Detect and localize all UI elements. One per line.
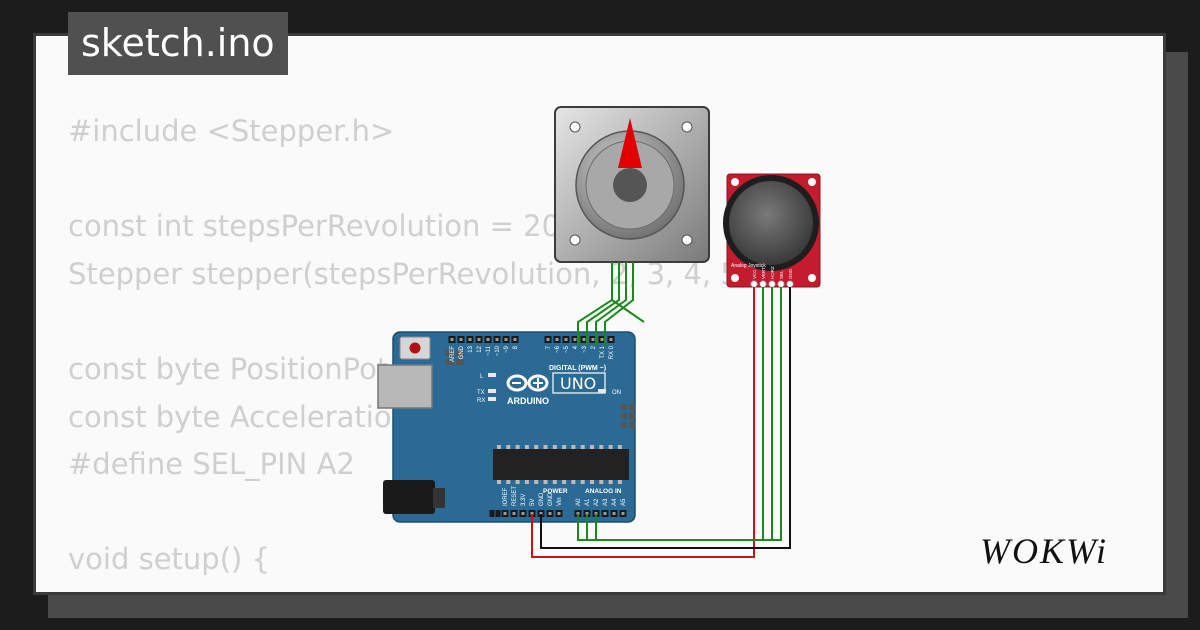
header-pin-label: ~3 [582, 345, 588, 353]
header-pin-label: ~11 [486, 345, 492, 355]
led-tx-label: TX [477, 390, 485, 396]
joystick-pin[interactable] [777, 280, 785, 288]
header-pin-label: 12 [477, 345, 483, 352]
header-pin-label: 5V [530, 499, 536, 506]
header-pin-label: RESET [512, 486, 518, 506]
header-pin-label: A0 [576, 498, 582, 506]
header-pin-label: GND [539, 492, 545, 506]
joystick-label: Analog Joystick [731, 263, 766, 269]
header-pin-label: ~10 [495, 345, 501, 356]
joystick-pin[interactable] [750, 280, 758, 288]
led-l-label: L [480, 374, 484, 380]
header-pin-label: A1 [585, 498, 591, 506]
code-line: const int stepsPerRevolution = 200; [68, 209, 589, 244]
code-line: #include <Stepper.h> [68, 114, 395, 148]
joystick-pin-label: HORZ [770, 266, 775, 279]
code-line: #define SEL_PIN A2 [68, 447, 355, 482]
sketch-filename: sketch.ino [68, 12, 288, 75]
code-line: void setup() { [68, 542, 270, 577]
wokwi-wordmark: WOKWi [980, 531, 1108, 571]
analog-label: ANALOG IN [585, 488, 622, 495]
header-pin-label: RX 0 [609, 345, 615, 359]
stepper-pointer [618, 118, 642, 168]
header-pin-label: 4 [573, 345, 579, 349]
header-pin-label: 8 [513, 345, 519, 349]
board-brand: ARDUINO [507, 396, 549, 406]
reset-button[interactable] [409, 342, 421, 354]
header-pin-label: 13 [468, 345, 474, 352]
header-pin-label: A3 [603, 498, 609, 506]
header-pin-label: 3.3V [521, 494, 527, 506]
header-pin-label: GND [459, 345, 465, 359]
led-rx-label: RX [477, 398, 485, 404]
joystick-pin[interactable] [768, 280, 776, 288]
header-pin-label: IOREF [503, 487, 509, 506]
header-pin-label: AREF [450, 346, 456, 362]
power-label: POWER [543, 488, 568, 495]
joystick-pin-label: GND [788, 268, 793, 279]
board-model: UNO [560, 374, 596, 393]
header-pin-label: A5 [621, 498, 627, 506]
header-pin-label: ~5 [564, 345, 570, 353]
atmega-chip [493, 449, 629, 480]
wires [531, 262, 791, 558]
joystick-pin-label: SEL [779, 270, 784, 279]
header-pin-label: 7 [546, 345, 552, 349]
stepper-motor[interactable] [554, 106, 710, 263]
code-line: Serial.begin(115200); [68, 590, 402, 592]
power-led-label: ON [612, 390, 621, 396]
joystick-pin[interactable] [759, 280, 767, 288]
joystick-pin-label: VERT [761, 267, 766, 279]
arduino-logo [506, 374, 549, 392]
digital-label: DIGITAL (PWM ~) [549, 365, 606, 372]
joystick-pin[interactable] [786, 280, 794, 288]
header-pin-label: GND [548, 492, 554, 506]
header-pin-label: A2 [594, 498, 600, 506]
header-pin-label: A4 [612, 498, 618, 506]
header-pin-label: Vin [557, 497, 563, 506]
wokwi-logo: WOKWi [980, 531, 1108, 571]
joystick-pin-label: VCC [752, 269, 757, 279]
header-pin-label: ~9 [504, 345, 510, 353]
analog-joystick[interactable]: Analog Joystick VCC VERT HORZ SEL GND [723, 173, 821, 288]
header-pin-label: ~6 [555, 345, 561, 353]
header-pin-label: TX 1 [600, 345, 606, 358]
header-pin-label: 2 [591, 345, 597, 349]
